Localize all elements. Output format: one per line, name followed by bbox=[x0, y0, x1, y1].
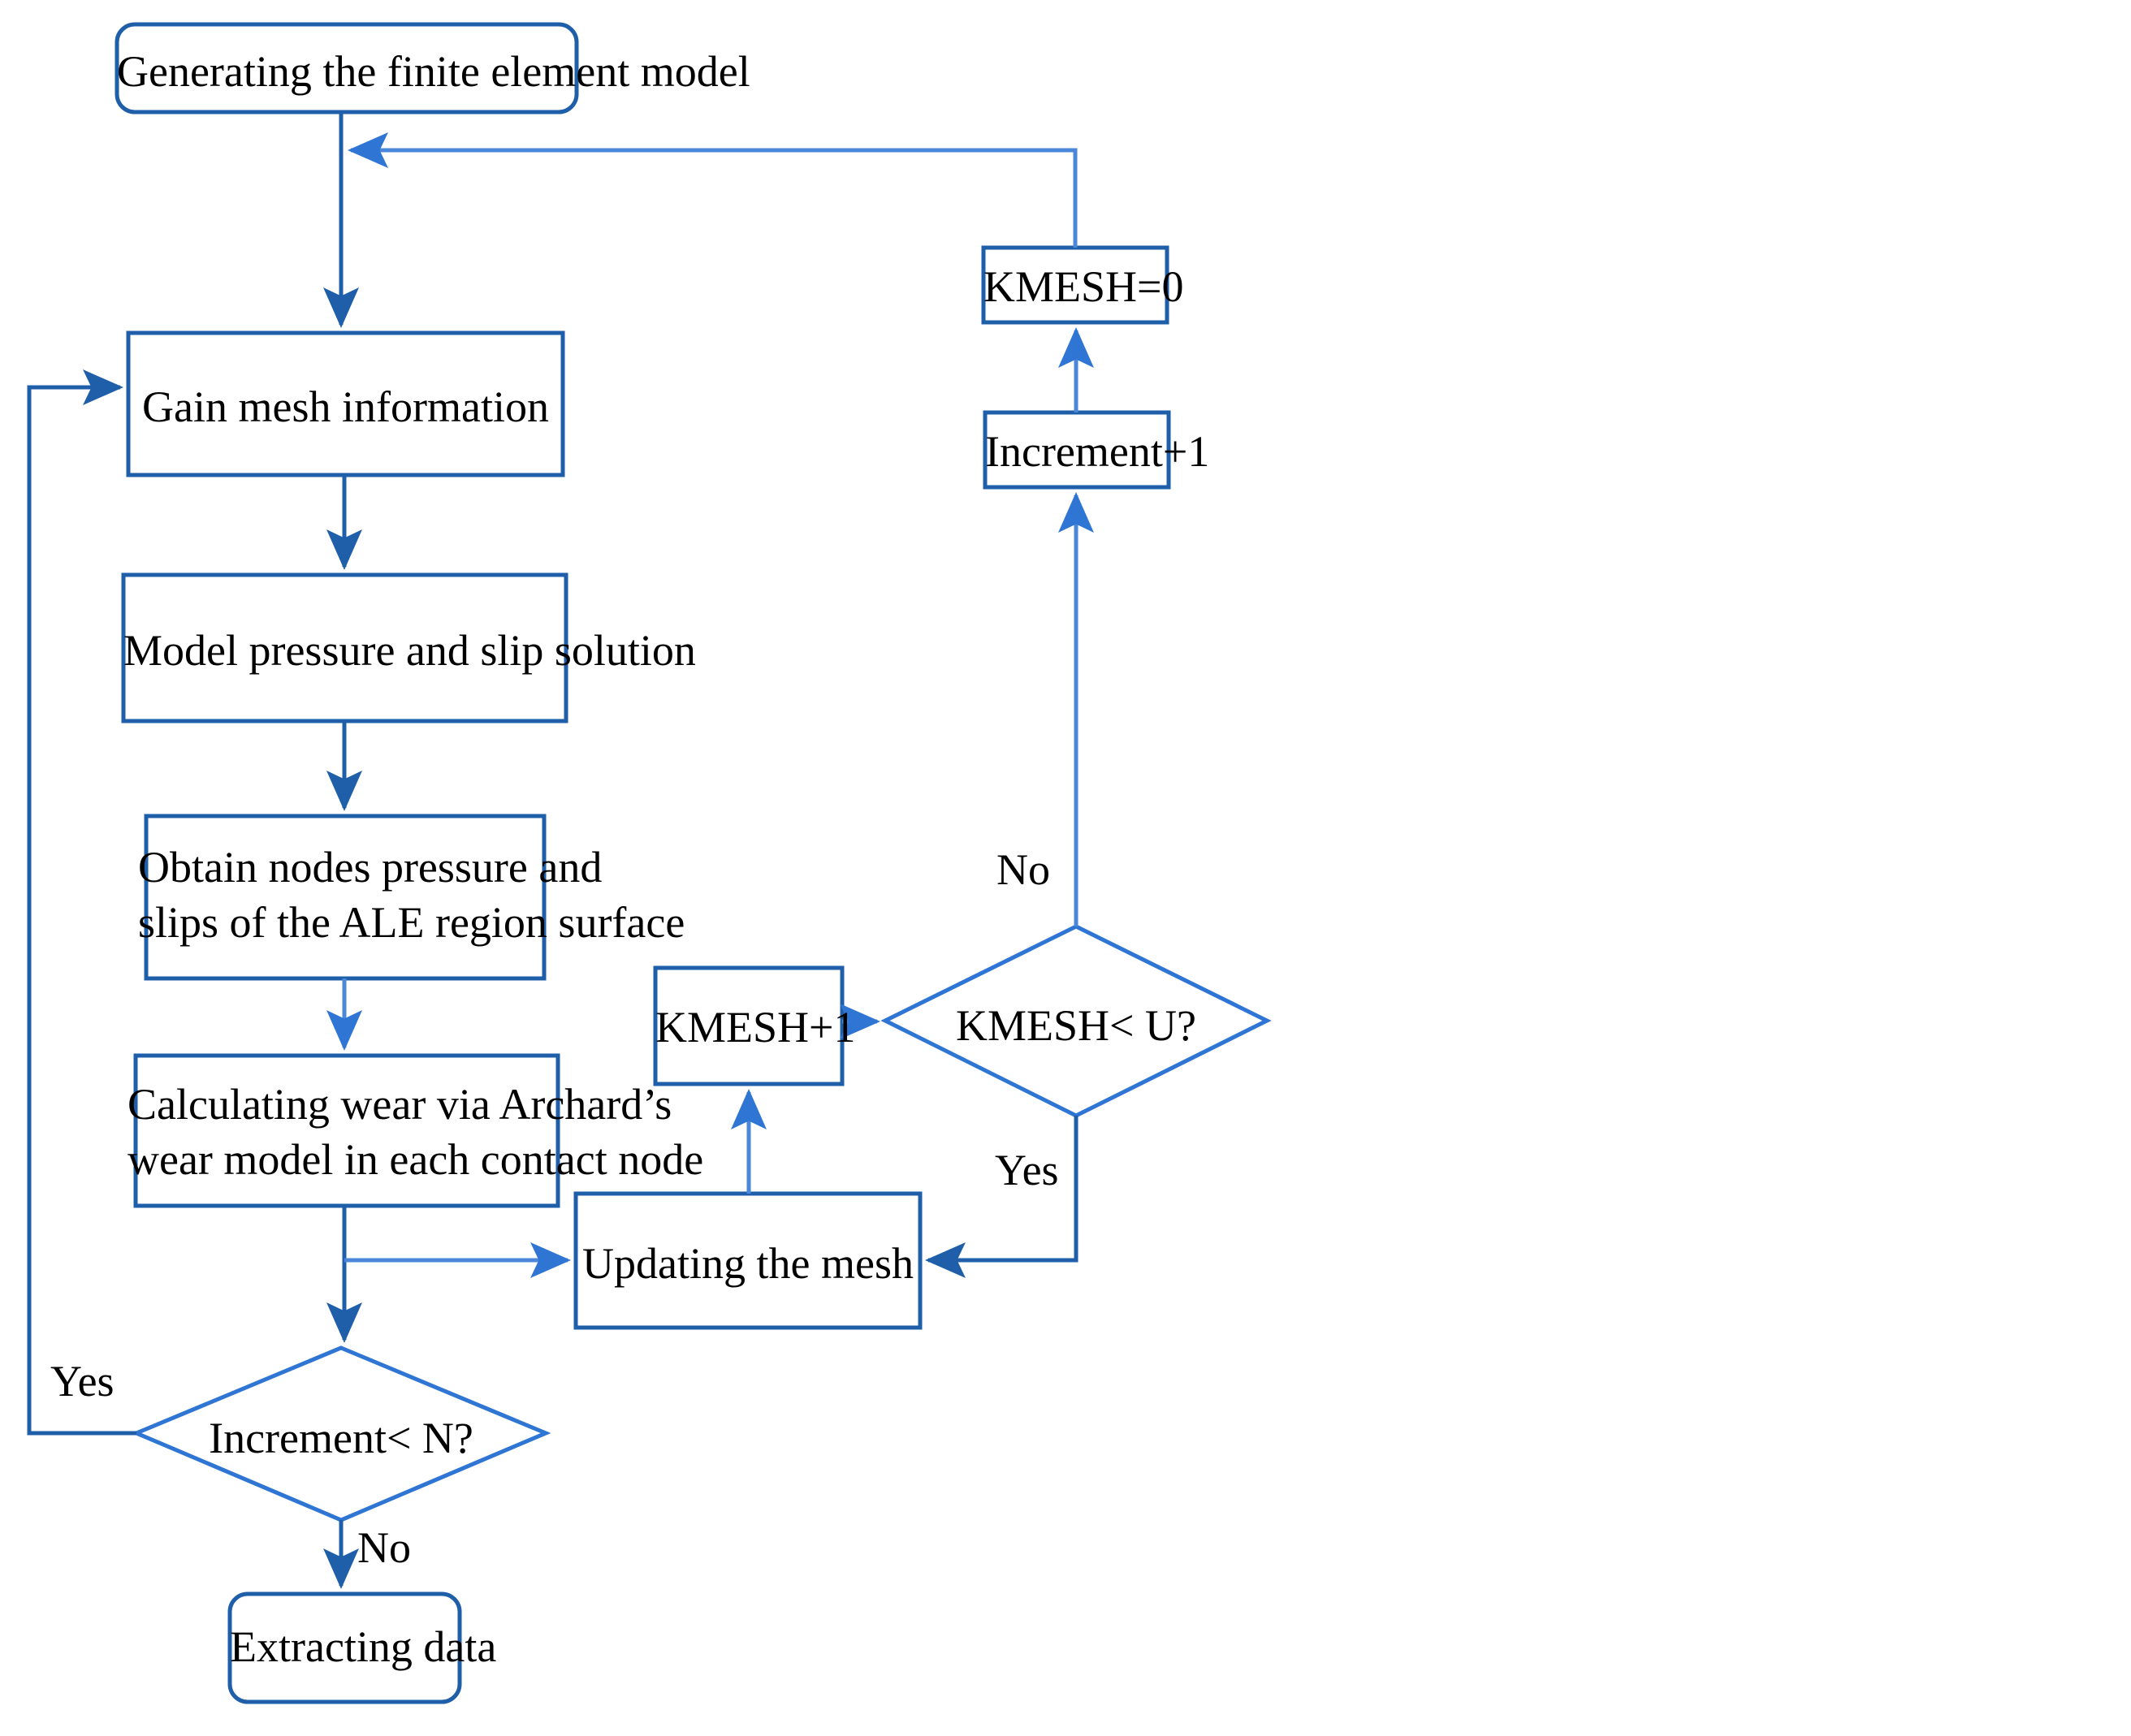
shape-kmesh-zero[interactable] bbox=[981, 245, 1169, 325]
shape-model-pressure-slip[interactable] bbox=[121, 572, 568, 723]
shape-extracting-data[interactable] bbox=[227, 1591, 462, 1704]
edge-label-kmesh-no: No bbox=[996, 845, 1050, 894]
shape-gain-mesh-info[interactable] bbox=[126, 330, 565, 477]
edge-increment-yes-to-gain bbox=[27, 369, 136, 1436]
shape-increment-plus-1[interactable] bbox=[983, 410, 1171, 490]
edge-label-increment-no: No bbox=[357, 1523, 411, 1572]
edge-kmesh-zero-feedback bbox=[347, 132, 1078, 248]
shape-updating-mesh[interactable] bbox=[573, 1191, 923, 1330]
shape-generating-fem[interactable] bbox=[115, 22, 579, 114]
edge-kmesh-yes-to-updating bbox=[924, 1116, 1078, 1278]
shape-kmesh-plus-1[interactable] bbox=[653, 965, 845, 1086]
shape-kmesh-check[interactable] bbox=[880, 924, 1272, 1118]
edge-label-kmesh-yes: Yes bbox=[995, 1146, 1059, 1194]
shape-obtain-nodes[interactable] bbox=[144, 814, 547, 981]
shape-increment-check[interactable] bbox=[131, 1345, 551, 1522]
shape-calculating-wear[interactable] bbox=[133, 1053, 560, 1208]
edge-label-increment-yes: Yes bbox=[50, 1357, 115, 1406]
